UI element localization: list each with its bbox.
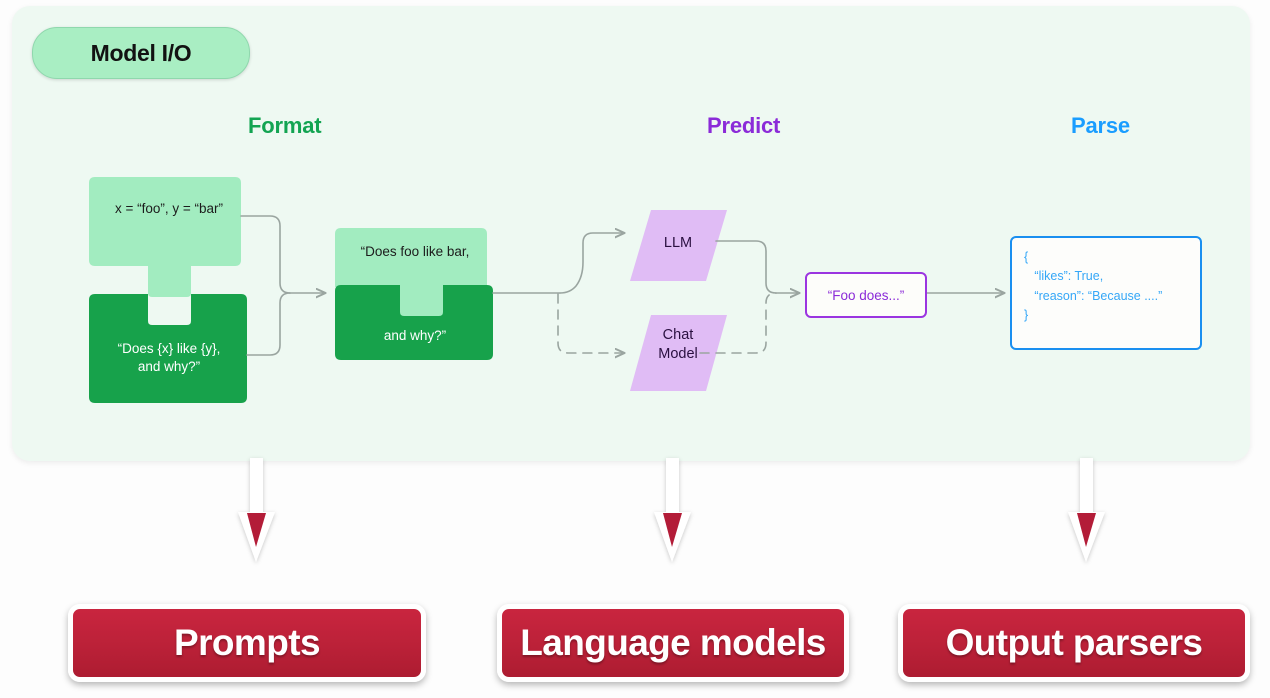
json-line: “reason”: “Because ....”	[1024, 288, 1163, 303]
down-arrow-prompts	[238, 458, 275, 562]
json-line: “likes”: True,	[1024, 269, 1104, 284]
down-arrow-language-models	[654, 458, 691, 562]
model-io-badge: Model I/O	[32, 27, 250, 79]
parsed-json-box: { “likes”: True, “reason”: “Because ....…	[1010, 236, 1202, 350]
chat-model-label: Chat Model	[658, 327, 698, 363]
language-models-button-label: Language models	[520, 622, 826, 663]
completion-output-box: “Foo does...”	[805, 272, 927, 318]
template-piece-label: “Does {x} like {y}, and why?”	[117, 341, 221, 374]
filled-prompt-bottom-label: and why?”	[383, 328, 447, 343]
model-io-badge-label: Model I/O	[90, 39, 192, 66]
llm-label: LLM	[663, 235, 693, 251]
variables-piece-label: x = “foo”, y = “bar”	[114, 201, 224, 216]
language-models-button[interactable]: Language models	[497, 604, 849, 682]
json-line: {	[1024, 250, 1029, 264]
stage-header-predict: Predict	[707, 113, 781, 138]
filled-prompt-top-label: “Does foo like bar,	[360, 244, 470, 259]
prompts-button-label: Prompts	[174, 622, 320, 663]
output-parsers-button-label: Output parsers	[945, 622, 1203, 663]
completion-output-label: “Foo does...”	[827, 287, 905, 303]
json-line: }	[1024, 308, 1029, 323]
stage-header-format: Format	[248, 113, 322, 138]
down-arrow-output-parsers	[1068, 458, 1105, 562]
prompts-button[interactable]: Prompts	[68, 604, 426, 682]
output-parsers-button[interactable]: Output parsers	[898, 604, 1250, 682]
stage-header-parse: Parse	[1071, 113, 1130, 138]
